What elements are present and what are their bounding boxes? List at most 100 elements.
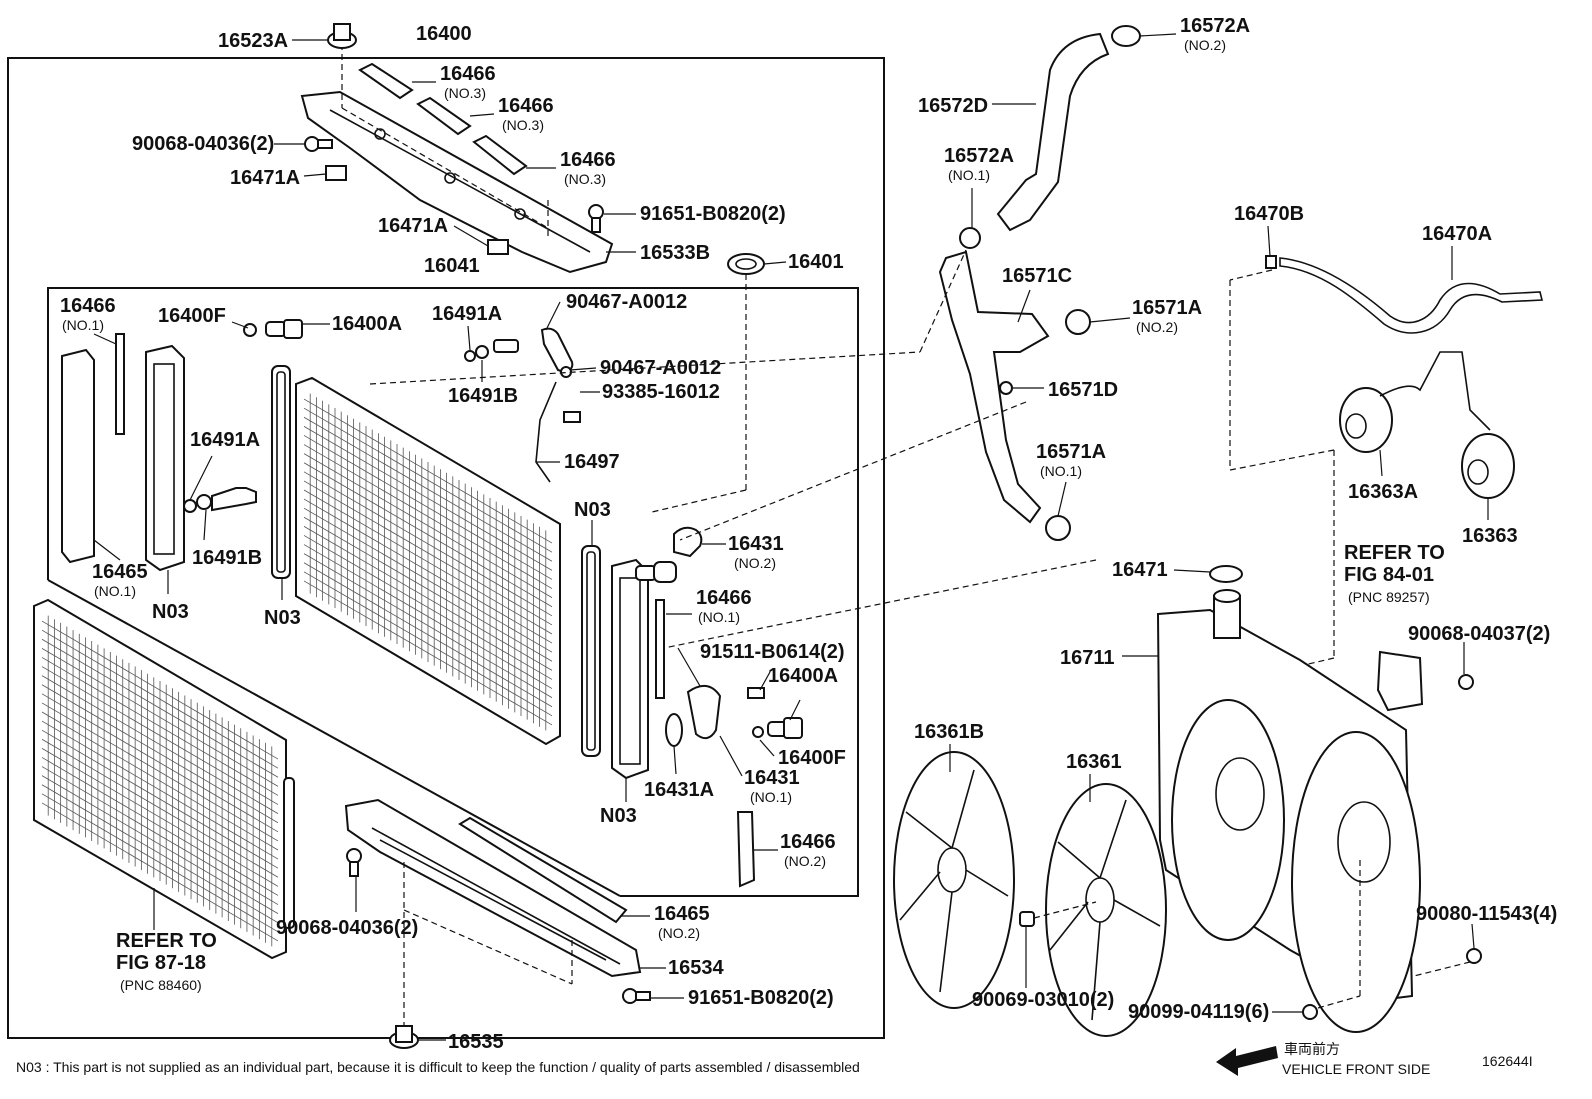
sub-no2-a: (NO.2)	[734, 555, 776, 571]
fan-motor-16363-part	[1461, 433, 1515, 499]
left-foam-seal-16465	[61, 348, 95, 564]
label-16466-no3-b: 16466	[498, 95, 554, 117]
label-N03-b: N03	[264, 607, 301, 629]
sub-no1-d: (NO.1)	[750, 789, 792, 805]
diagram-id: 162644I	[1482, 1053, 1533, 1069]
refer-87-pnc: (PNC 88460)	[120, 977, 202, 993]
label-16431-no1: 16431	[744, 767, 800, 789]
label-N03-c: N03	[574, 499, 611, 521]
label-16571A-no1: 16571A	[1036, 441, 1106, 463]
label-90068-04037: 90068-04037(2)	[1408, 623, 1550, 645]
sub-no2-e: (NO.2)	[1136, 319, 1178, 335]
label-N03-d: N03	[600, 805, 637, 827]
label-90068-04036-top: 90068-04036(2)	[132, 133, 274, 155]
filler-neck-16471-part	[1209, 565, 1243, 583]
label-16571C: 16571C	[1002, 265, 1072, 287]
label-16491B-a: 16491B	[448, 385, 518, 407]
label-16466-no3-a: 16466	[440, 63, 496, 85]
label-16363A: 16363A	[1348, 481, 1418, 503]
radiator-assembly-frame	[7, 57, 885, 1039]
label-16535: 16535	[448, 1031, 504, 1053]
n03-footnote: N03 : This part is not supplied as an in…	[16, 1059, 860, 1075]
vehicle-front-arrow-icon	[1216, 1046, 1278, 1076]
label-16465-no1: 16465	[92, 561, 148, 583]
fan-motor-16363A-part	[1339, 351, 1491, 453]
overflow-hose-part	[1265, 255, 1544, 334]
sub-no1-c: (NO.1)	[698, 609, 740, 625]
label-16361: 16361	[1066, 751, 1122, 773]
label-16471: 16471	[1112, 559, 1168, 581]
label-93385-16012: 93385-16012	[602, 381, 720, 403]
label-16361B: 16361B	[914, 721, 984, 743]
leader-lines	[93, 33, 1489, 1041]
label-16431A: 16431A	[644, 779, 714, 801]
fan-controller-part	[1376, 650, 1474, 712]
sub-no3-a: (NO.3)	[444, 85, 486, 101]
label-16491B-b: 16491B	[192, 547, 262, 569]
label-90068-04036-bot: 90068-04036(2)	[276, 917, 418, 939]
fan-shroud-part	[1156, 589, 1421, 1033]
lower-seal-16465	[458, 816, 628, 924]
label-16470B: 16470B	[1234, 203, 1304, 225]
label-90099-04119: 90099-04119(6)	[1128, 1001, 1269, 1023]
label-16523A: 16523A	[218, 30, 288, 52]
label-91511-B0614: 91511-B0614(2)	[700, 641, 845, 663]
refer-84-word: REFER TO	[1344, 542, 1445, 564]
label-N03-a: N03	[152, 601, 189, 623]
label-16491A-b: 16491A	[190, 429, 260, 451]
label-16572D: 16572D	[918, 95, 988, 117]
label-16471A-a: 16471A	[230, 167, 300, 189]
label-16572A-no2: 16572A	[1180, 15, 1250, 37]
label-16533B: 16533B	[640, 242, 710, 264]
sub-no2-c: (NO.2)	[658, 925, 700, 941]
label-16466-no3-c: 16466	[560, 149, 616, 171]
label-16534: 16534	[668, 957, 724, 979]
label-16400F-a: 16400F	[158, 305, 226, 327]
vehicle-front-en: VEHICLE FRONT SIDE	[1282, 1061, 1430, 1077]
bolt-top-parts	[304, 136, 604, 233]
label-16491A-a: 16491A	[432, 303, 502, 325]
label-90467-A0012-a: 90467-A0012	[566, 291, 687, 313]
label-16471A-b: 16471A	[378, 215, 448, 237]
vehicle-front-jp: 車両前方	[1284, 1041, 1340, 1057]
right-tank-part	[611, 558, 649, 780]
label-16497: 16497	[564, 451, 620, 473]
label-16401: 16401	[788, 251, 844, 273]
fan-16361-part	[1045, 783, 1167, 1037]
sub-no1-f: (NO.1)	[1040, 463, 1082, 479]
right-gasket-part	[581, 545, 601, 757]
seal-no3-parts	[358, 62, 528, 176]
sub-no3-c: (NO.3)	[564, 171, 606, 187]
cushion-16523A-part	[327, 23, 357, 49]
label-16041: 16041	[424, 255, 480, 277]
seal-strip-right	[655, 599, 665, 699]
label-90069-03010: 90069-03010(2)	[972, 989, 1114, 1011]
label-16400A-b: 16400A	[768, 665, 838, 687]
part-labels: 16523A 16400 16466 (NO.3) 16466 (NO.3) 1…	[60, 15, 1557, 1053]
label-16400: 16400	[416, 23, 472, 45]
label-91651-B0820-top: 91651-B0820(2)	[640, 203, 786, 225]
label-91651-B0820-bot: 91651-B0820(2)	[688, 987, 834, 1009]
fittings-parts	[183, 319, 803, 747]
sub-no1-e: (NO.1)	[948, 167, 990, 183]
sub-no2-b: (NO.2)	[784, 853, 826, 869]
sub-no1-a: (NO.1)	[62, 317, 104, 333]
cushion-16535-part	[389, 1025, 419, 1049]
label-16572A-no1: 16572A	[944, 145, 1014, 167]
sub-no3-b: (NO.3)	[502, 117, 544, 133]
seal-no2-right	[736, 811, 756, 888]
condenser-part	[33, 598, 295, 960]
label-16431-no2: 16431	[728, 533, 784, 555]
label-16571A-no2: 16571A	[1132, 297, 1202, 319]
label-16400F-b: 16400F	[778, 747, 846, 769]
radiator-core-part	[295, 376, 561, 746]
bolt-bottom-parts	[346, 848, 651, 1004]
clip-16471A-parts	[325, 165, 509, 255]
fan-16361B-part	[893, 751, 1015, 1009]
label-16465-no2: 16465	[654, 903, 710, 925]
label-16711: 16711	[1060, 647, 1115, 669]
refer-87-word: REFER TO	[116, 930, 217, 952]
label-16466-no2: 16466	[780, 831, 836, 853]
seal-strip-left	[115, 333, 125, 435]
